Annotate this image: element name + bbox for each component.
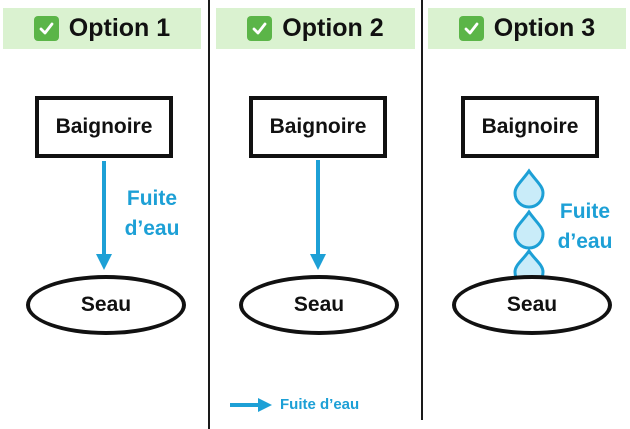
option-2-baignoire-box: Baignoire	[249, 96, 387, 158]
checkbox-checked-icon	[247, 16, 273, 41]
legend-arrow	[230, 398, 272, 412]
column-divider-1	[208, 0, 210, 429]
column-divider-2	[421, 0, 423, 420]
legend-label: Fuite d’eau	[280, 396, 360, 413]
option-1-header: Option 1	[3, 8, 201, 49]
option-2-label: Option 2	[282, 14, 384, 42]
option-2-header: Option 2	[216, 8, 415, 49]
option-1-label: Option 1	[68, 14, 171, 42]
water-drop-icon	[513, 209, 545, 250]
option-1-seau-ellipse: Seau	[26, 275, 186, 335]
option-3-seau-ellipse: Seau	[452, 275, 612, 335]
option-3-header: Option 3	[428, 8, 626, 49]
option-1-baignoire-box: Baignoire	[35, 96, 173, 158]
checkbox-checked-icon	[33, 16, 59, 41]
option-3-leak-label: Fuite d’eau	[557, 200, 613, 253]
option-3-label: Option 3	[493, 14, 596, 42]
option-2-seau-ellipse: Seau	[239, 275, 399, 335]
option-1-leak-arrow	[96, 161, 112, 270]
option-3-baignoire-box: Baignoire	[461, 96, 599, 158]
water-drop-icon	[513, 168, 545, 209]
option-1-leak-label: Fuite d’eau	[124, 187, 180, 240]
option-2-leak-arrow	[310, 160, 326, 270]
checkbox-checked-icon	[458, 16, 484, 41]
